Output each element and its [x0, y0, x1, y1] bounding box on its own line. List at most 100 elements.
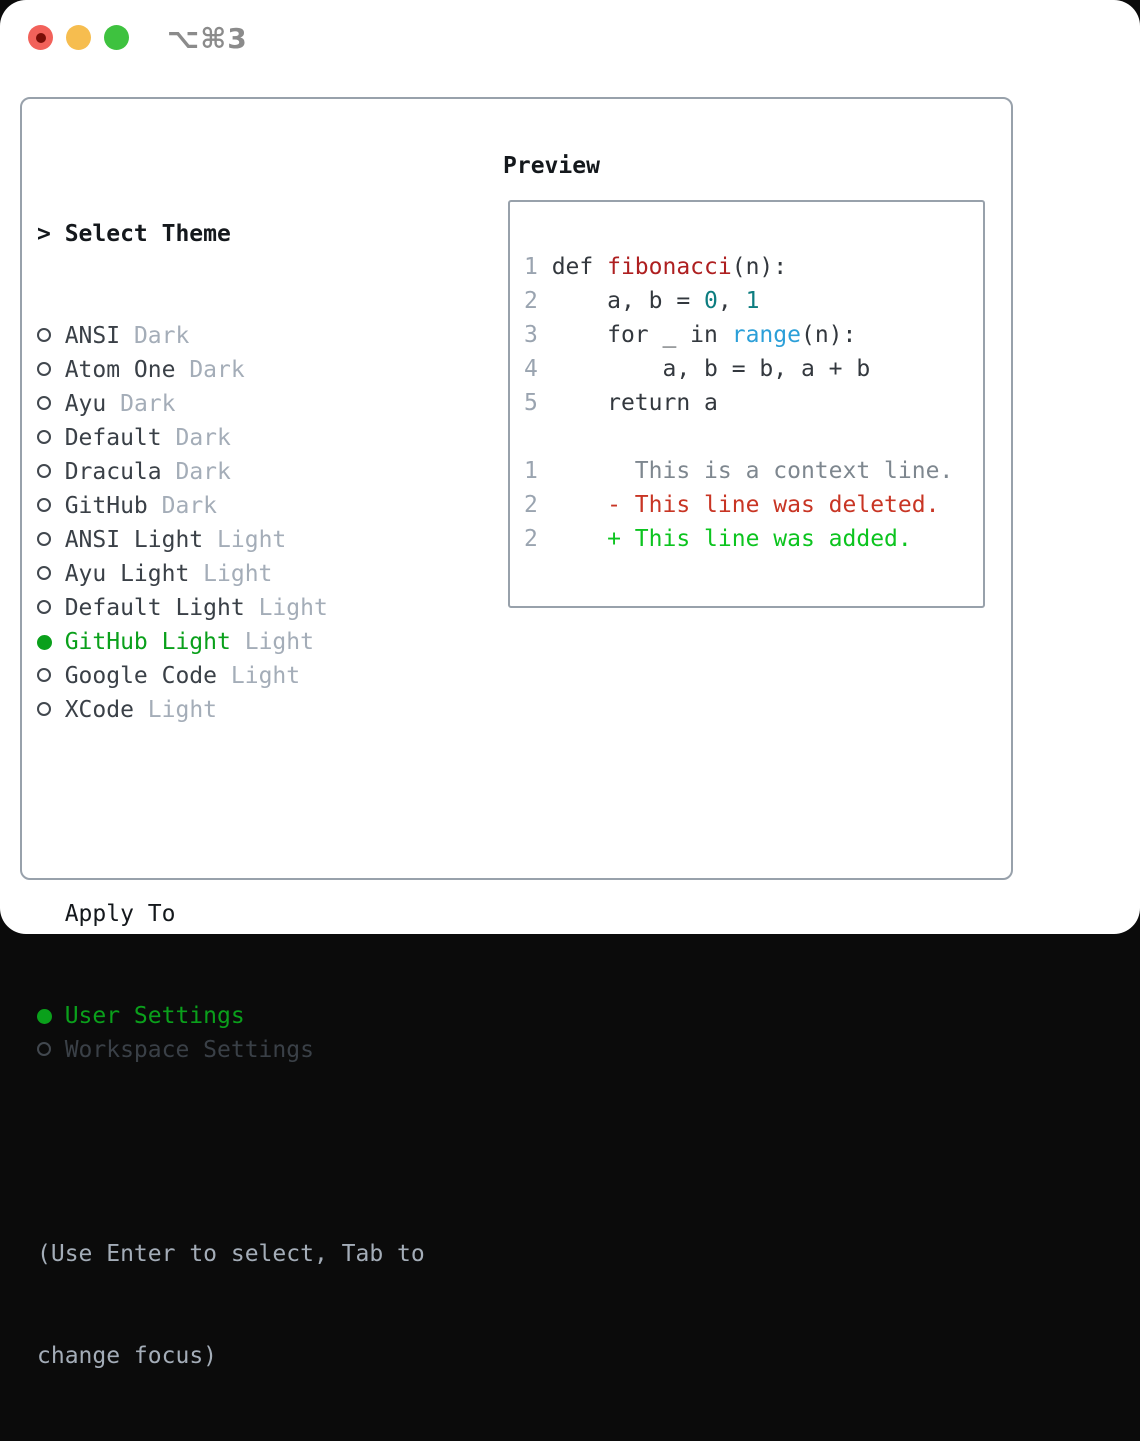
- code-segment: fibonacci: [607, 254, 732, 280]
- radio-cell: [37, 557, 65, 591]
- line-number: 2: [524, 526, 552, 552]
- radio-unselected-icon: [37, 396, 51, 410]
- code-segment: This is a context line.: [551, 458, 954, 484]
- code-line: 2 - This line was deleted.: [524, 488, 983, 522]
- prompt-icon: >: [37, 221, 51, 247]
- theme-option[interactable]: Google Code Light: [37, 659, 425, 693]
- code-segment: 0: [704, 288, 718, 314]
- theme-variant: Dark: [189, 357, 245, 383]
- radio-unselected-icon: [37, 532, 51, 546]
- theme-variant: Light: [244, 629, 314, 655]
- code-segment: (n):: [731, 254, 788, 280]
- theme-variant: Dark: [175, 425, 231, 451]
- radio-cell: [37, 455, 65, 489]
- line-number: [524, 424, 552, 450]
- spacer: [37, 1135, 425, 1169]
- code-segment: return a: [551, 390, 718, 416]
- apply-option[interactable]: Workspace Settings: [37, 1033, 425, 1067]
- spacer: [37, 795, 425, 829]
- code-segment: a, b =: [551, 288, 705, 314]
- code-line: 3 for _ in range(n):: [524, 318, 983, 352]
- code-line: 4 a, b = b, a + b: [524, 352, 983, 386]
- titlebar: [28, 25, 129, 50]
- theme-option[interactable]: Ayu Light Light: [37, 557, 425, 591]
- code-segment: for _ in: [551, 322, 732, 348]
- theme-name: XCode: [64, 697, 134, 723]
- theme-option[interactable]: XCode Light: [37, 693, 425, 727]
- theme-name: ANSI Light: [64, 527, 204, 553]
- theme-name: Dracula: [64, 459, 162, 485]
- code-line: 2 a, b = 0, 1: [524, 284, 983, 318]
- radio-unselected-icon: [37, 600, 51, 614]
- code-line: 5 return a: [524, 386, 983, 420]
- theme-option[interactable]: GitHub Dark: [37, 489, 425, 523]
- hint-text-line2: change focus): [37, 1343, 218, 1369]
- theme-option[interactable]: Atom One Dark: [37, 353, 425, 387]
- theme-name: Ayu: [64, 391, 107, 417]
- select-theme-header: > Select Theme: [37, 217, 425, 251]
- theme-option[interactable]: ANSI Dark: [37, 319, 425, 353]
- code-segment: a, b = b, a + b: [551, 356, 871, 382]
- hint-text-line1: (Use Enter to select, Tab to: [37, 1241, 425, 1267]
- code-line: 1 This is a context line.: [524, 454, 983, 488]
- code-segment: (n):: [800, 322, 857, 348]
- radio-selected-icon: [37, 635, 52, 650]
- code-segment: ,: [717, 288, 746, 314]
- code-segment: + This line was added.: [551, 526, 912, 552]
- radio-cell: [37, 353, 65, 387]
- apply-option[interactable]: User Settings: [37, 999, 425, 1033]
- line-number: 1: [524, 458, 552, 484]
- line-number: 1: [524, 254, 552, 280]
- radio-selected-icon: [37, 1009, 52, 1024]
- apply-option-label: Workspace Settings: [64, 1037, 314, 1063]
- apply-to-label: Apply To: [64, 901, 176, 927]
- theme-name: GitHub: [64, 493, 148, 519]
- line-number: 5: [524, 390, 552, 416]
- line-number: 3: [524, 322, 552, 348]
- theme-variant: Light: [217, 527, 287, 553]
- code-line: 2 + This line was added.: [524, 522, 983, 556]
- radio-cell: [37, 591, 65, 625]
- radio-cell: [37, 523, 65, 557]
- theme-variant: Light: [203, 561, 273, 587]
- theme-option[interactable]: GitHub Light Light: [37, 625, 425, 659]
- preview-header: Preview: [503, 153, 600, 179]
- zoom-button[interactable]: [104, 25, 129, 50]
- theme-name: Default: [64, 425, 162, 451]
- radio-unselected-icon: [37, 498, 51, 512]
- theme-variant: Light: [258, 595, 328, 621]
- code-line: [524, 420, 983, 454]
- theme-name: GitHub Light: [64, 629, 231, 655]
- window-title: ⌥⌘3: [167, 22, 248, 55]
- theme-variant: Light: [230, 663, 301, 689]
- radio-unselected-icon: [37, 430, 51, 444]
- radio-cell: [37, 625, 65, 659]
- radio-cell: [37, 421, 65, 455]
- theme-option[interactable]: ANSI Light Light: [37, 523, 425, 557]
- theme-option[interactable]: Default Light Light: [37, 591, 425, 625]
- theme-variant: Light: [147, 697, 218, 723]
- code-segment: - This line was deleted.: [551, 492, 940, 518]
- select-theme-label: Select Theme: [64, 221, 231, 247]
- code-segment: def: [551, 254, 608, 280]
- theme-option[interactable]: Default Dark: [37, 421, 425, 455]
- theme-name: Atom One: [64, 357, 176, 383]
- minimize-button[interactable]: [66, 25, 91, 50]
- radio-unselected-icon: [37, 1042, 51, 1056]
- close-button[interactable]: [28, 25, 53, 50]
- apply-to-header: Apply To: [37, 897, 425, 931]
- theme-name: Google Code: [64, 663, 218, 689]
- radio-cell: [37, 387, 65, 421]
- radio-unselected-icon: [37, 702, 51, 716]
- radio-unselected-icon: [37, 668, 51, 682]
- theme-variant: Dark: [120, 391, 176, 417]
- theme-option[interactable]: Ayu Dark: [37, 387, 425, 421]
- theme-option[interactable]: Dracula Dark: [37, 455, 425, 489]
